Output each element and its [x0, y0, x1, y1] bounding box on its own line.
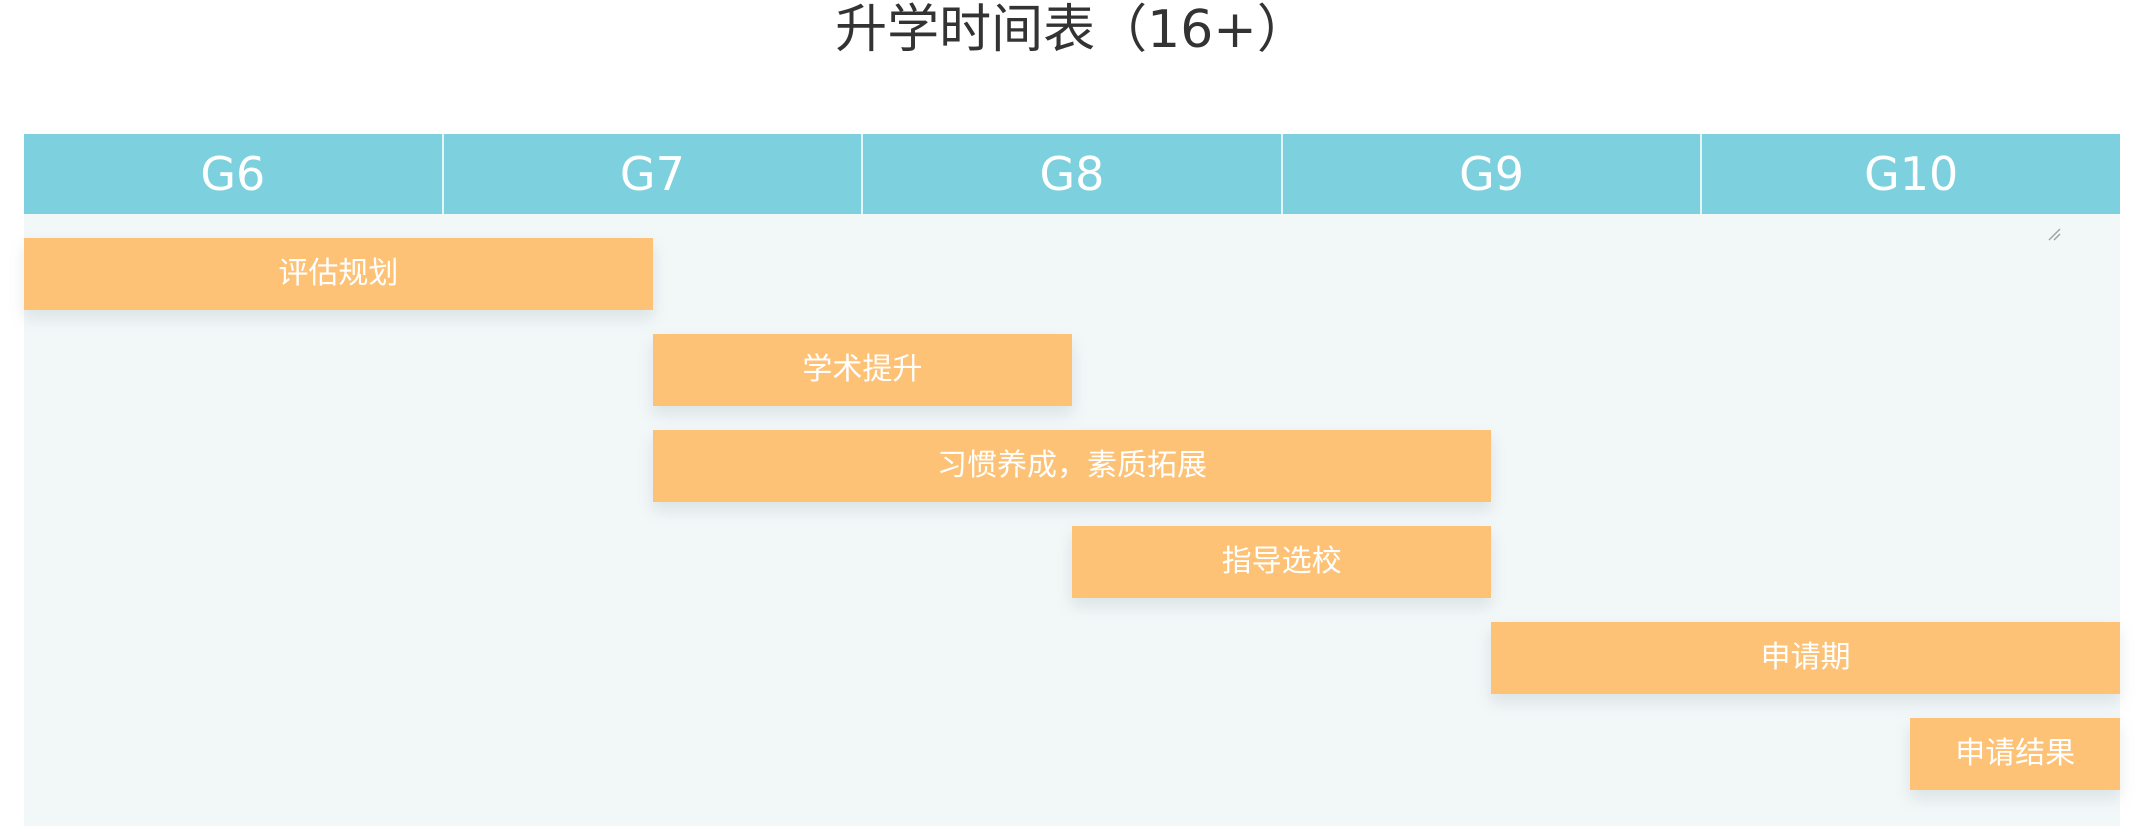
stage-bar-habits-development: 习惯养成，素质拓展 — [652, 430, 1492, 502]
grade-header-g10: G10 — [1864, 147, 1959, 201]
stage-bars: 评估规划 学术提升 习惯养成，素质拓展 指导选校 申请期 申请结果 — [24, 238, 2120, 826]
stage-bar-application-period: 申请期 — [1491, 622, 2120, 694]
stage-bar-academic-improvement: 学术提升 — [652, 334, 1072, 406]
page-title: 升学时间表（16+） — [835, 0, 1309, 60]
grade-header-g6: G6 — [24, 134, 444, 214]
grade-header: G6 G7 G8 G9 G10 — [24, 134, 2120, 214]
grade-header-g7: G7 — [444, 134, 864, 214]
stage-bar-evaluation-planning: 评估规划 — [24, 238, 653, 310]
timeline-chart: G6 G7 G8 G9 G10 评估规划 学术提升 习惯养成，素质拓展 指导选校… — [24, 134, 2120, 826]
stage-bar-application-results: 申请结果 — [1910, 718, 2120, 790]
grade-header-g9: G9 — [1283, 134, 1703, 214]
stage-bar-school-selection: 指导选校 — [1072, 526, 1492, 598]
grade-header-g8: G8 — [863, 134, 1283, 214]
resize-handle-icon[interactable] — [2046, 226, 2062, 242]
